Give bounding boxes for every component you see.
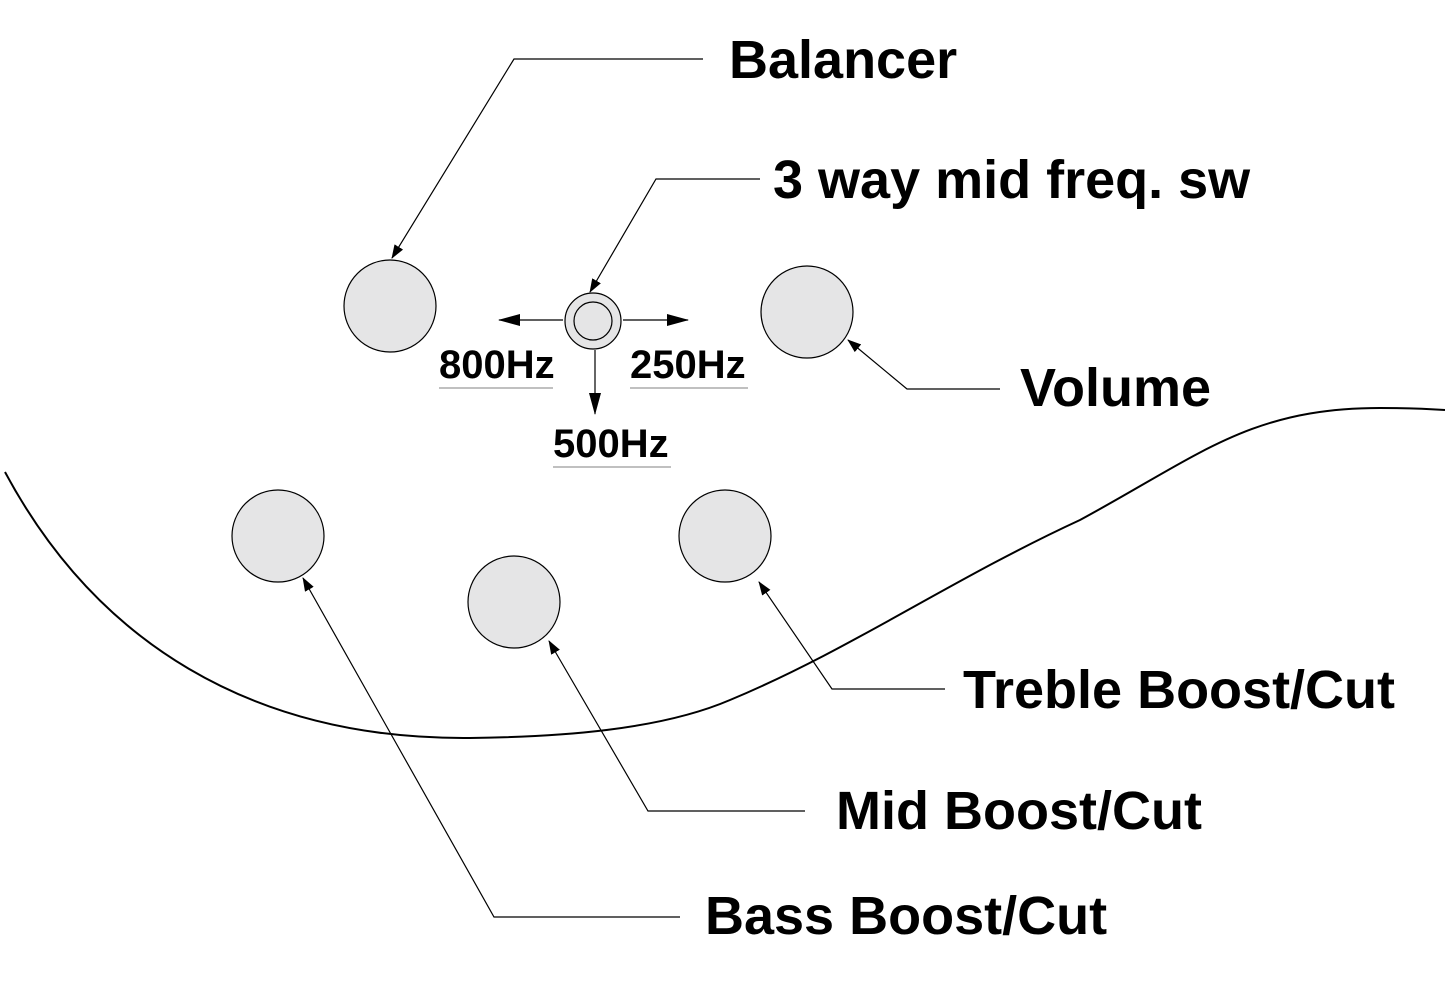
balancer-label: Balancer [729, 30, 957, 90]
bass-label: Bass Boost/Cut [705, 886, 1107, 946]
volume-label: Volume [1020, 358, 1211, 418]
mid-leader [548, 640, 805, 812]
mid-freq-switch[interactable] [564, 292, 622, 350]
body-outline-curve [4, 406, 1445, 740]
volume-leader [847, 339, 1000, 390]
bass-knob[interactable] [231, 489, 325, 583]
volume-knob[interactable] [760, 265, 854, 359]
mid-label: Mid Boost/Cut [836, 781, 1202, 841]
treble-label: Treble Boost/Cut [963, 660, 1395, 720]
freq-label-250hz: 250Hz [630, 343, 746, 387]
mid-freq-switch-label: 3 way mid freq. sw [773, 150, 1251, 210]
treble-leader [758, 581, 945, 690]
mid-freq-switch-leader [589, 178, 760, 293]
bass-leader [302, 577, 680, 918]
mid-knob[interactable] [467, 555, 561, 649]
freq-label-500hz: 500Hz [553, 422, 669, 466]
balancer-leader [391, 58, 703, 259]
balancer-knob[interactable] [343, 259, 437, 353]
freq-label-800hz: 800Hz [439, 343, 555, 387]
switch-inner-ring [573, 301, 613, 341]
treble-knob[interactable] [678, 489, 772, 583]
